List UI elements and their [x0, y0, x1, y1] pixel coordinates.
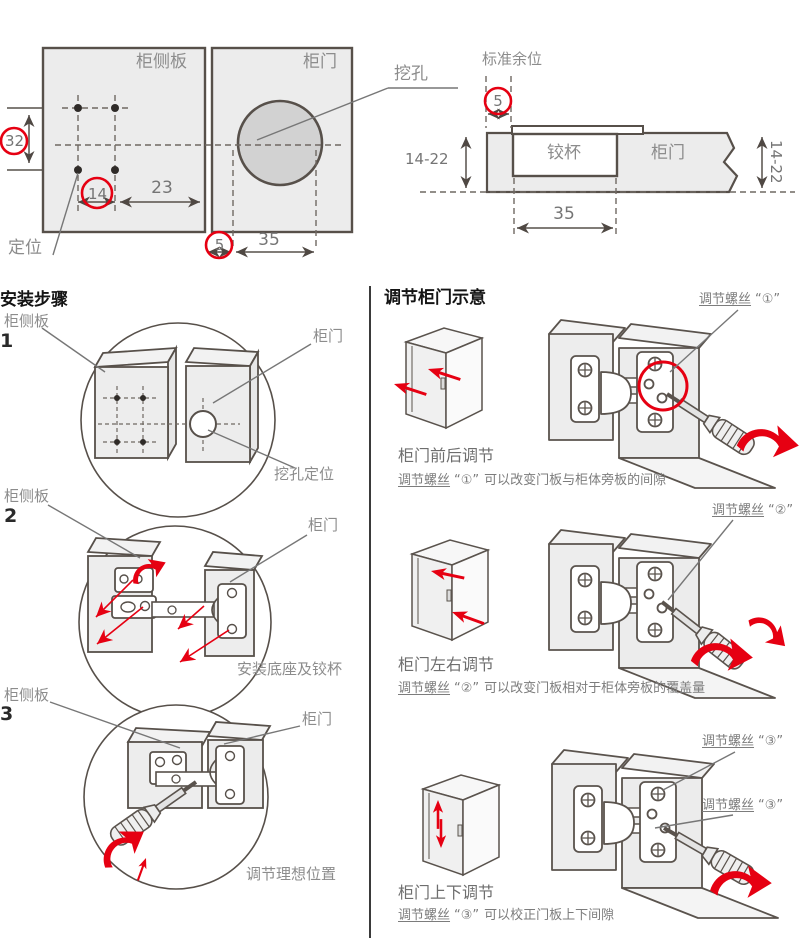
drill-hole-label: 挖孔	[394, 64, 428, 84]
cs-dim-35: 35	[553, 204, 575, 224]
step1-caption: 挖孔定位	[274, 465, 335, 483]
step3-number: 3	[0, 703, 14, 725]
step3-side-label: 柜侧板	[4, 686, 50, 704]
dim-32: 32	[4, 132, 25, 150]
adjust2-heading: 柜门左右调节	[398, 655, 495, 674]
cross-section-drawing	[420, 76, 795, 238]
step3-door-label: 柜门	[302, 710, 333, 728]
install-title: 安装步骤	[0, 290, 68, 310]
dim-5: 5	[214, 236, 225, 254]
step2-caption: 安装底座及铰杯	[237, 660, 343, 678]
adjust2-screw-label: 调节螺丝“②”	[712, 503, 793, 519]
step2-drawing	[47, 504, 308, 719]
adjust3-heading: 柜门上下调节	[398, 883, 495, 902]
adjust1-heading: 柜门前后调节	[398, 446, 495, 465]
dim-14: 14	[87, 185, 108, 203]
dim-23: 23	[151, 178, 173, 198]
dim-35: 35	[258, 230, 280, 250]
cs-dim-5: 5	[493, 92, 503, 110]
adjust3-screw-label-1: 调节螺丝“③”	[702, 734, 783, 750]
positioning-label: 定位	[8, 238, 42, 258]
pilot-hole-circle	[189, 410, 217, 438]
red-dimension-highlights	[0, 126, 234, 260]
cs-dim-depth-left: 14-22	[405, 150, 449, 168]
adjust2-drawing	[411, 519, 793, 699]
screw-num: “③”	[758, 734, 784, 749]
step1-side-label: 柜侧板	[4, 312, 50, 330]
adjust3-screw-label-2: 调节螺丝“③”	[702, 798, 783, 814]
standard-clearance-label: 标准余位	[482, 50, 543, 68]
screw-num: “②”	[768, 503, 794, 518]
step3-caption: 调节理想位置	[246, 865, 337, 883]
red-screw-highlight	[637, 360, 689, 412]
adjust3-drawing	[422, 749, 779, 919]
hinge-cup-box	[511, 132, 619, 178]
step1-number: 1	[0, 330, 14, 352]
step1-door-label: 柜门	[313, 327, 344, 345]
step1-drawing	[41, 322, 312, 518]
hinge-cup-label: 铰杯	[547, 143, 581, 163]
screw-num: “③”	[758, 798, 784, 813]
step2-door-label: 柜门	[308, 516, 339, 534]
cs-dim-depth-right: 14-22	[767, 140, 785, 184]
drill-hole-circle	[236, 99, 324, 187]
red-clearance-highlight	[483, 86, 513, 116]
drilling-template-drawing	[0, 46, 458, 260]
adjust1-drawing	[392, 309, 800, 489]
adjust2-desc: 调节螺丝“②”可以改变门板相对于柜体旁板的覆盖量	[398, 681, 706, 696]
screw-word: 调节螺丝	[702, 798, 755, 813]
side-panel-label: 柜侧板	[136, 52, 187, 72]
adjust3-desc: 调节螺丝“③”可以校正门板上下间隙	[398, 908, 615, 923]
screw-word: 调节螺丝	[702, 734, 755, 749]
screw-word: 调节螺丝	[712, 503, 765, 518]
adjust1-desc: 调节螺丝“①”可以改变门板与柜体旁板的间隙	[398, 473, 667, 488]
screw-word: 调节螺丝	[699, 292, 752, 307]
door-panel-label: 柜门	[303, 52, 337, 72]
screw-num: “①”	[755, 292, 781, 307]
step3-drawing	[49, 701, 301, 890]
adjust1-screw-label: 调节螺丝“①”	[699, 292, 780, 308]
cs-door-label: 柜门	[651, 143, 685, 163]
step2-number: 2	[4, 505, 18, 527]
adjust-title: 调节柜门示意	[384, 288, 486, 308]
step2-side-label: 柜侧板	[4, 487, 50, 505]
